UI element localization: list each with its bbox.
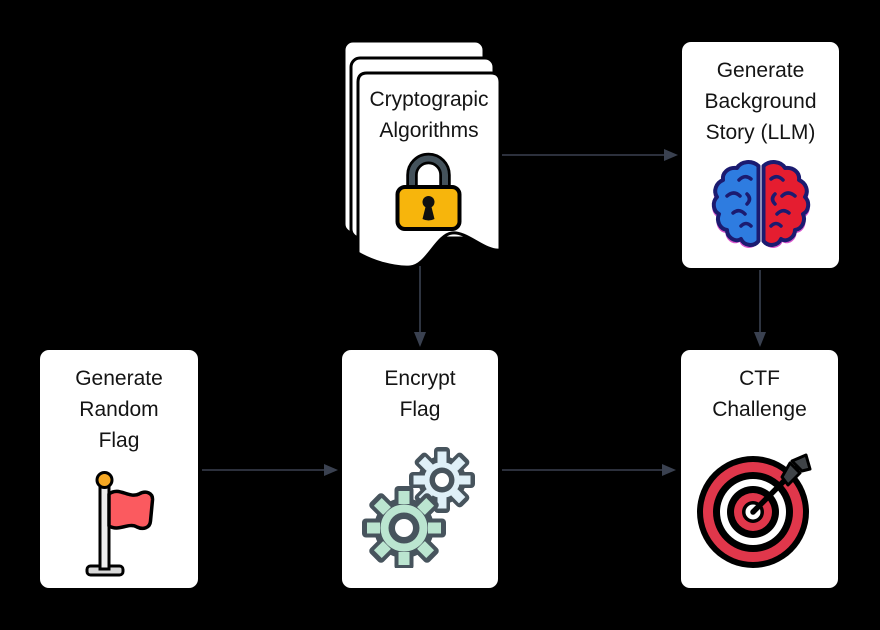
gears-icon xyxy=(362,447,475,568)
flag-icon xyxy=(85,471,155,577)
node-label: Cryptograpic Algorithms xyxy=(358,84,500,146)
label-line: Story (LLM) xyxy=(705,121,816,144)
label-line: Cryptograpic xyxy=(369,88,489,111)
label-line: Encrypt xyxy=(384,367,456,390)
label-line: CTF xyxy=(739,367,780,390)
node-cryptographic-algorithms: Cryptograpic Algorithms xyxy=(340,38,510,283)
node-encrypt-flag: Encrypt Flag xyxy=(342,350,498,588)
node-label: Generate Background Story (LLM) xyxy=(682,42,839,148)
label-line: Random xyxy=(79,398,159,421)
label-line: Background xyxy=(704,90,817,113)
arrow-crypto-to-story xyxy=(502,149,678,161)
brain-icon xyxy=(711,160,810,248)
arrow-story-to-ctf xyxy=(754,270,766,347)
document-stack-icon xyxy=(342,39,502,269)
node-label: CTF Challenge xyxy=(681,350,838,425)
node-label: Generate Random Flag xyxy=(40,350,198,456)
node-ctf-challenge: CTF Challenge xyxy=(681,350,838,588)
node-generate-background-story: Generate Background Story (LLM) xyxy=(682,42,839,268)
label-line: Flag xyxy=(98,429,140,452)
arrow-crypto-to-encrypt xyxy=(414,266,426,347)
label-line: Challenge xyxy=(712,398,807,421)
label-line: Algorithms xyxy=(379,119,479,142)
arrow-encrypt-to-ctf xyxy=(502,464,676,476)
node-label: Encrypt Flag xyxy=(342,350,498,425)
arrow-flag-to-encrypt xyxy=(202,464,338,476)
lock-icon xyxy=(395,152,462,231)
large-gear xyxy=(362,486,446,568)
label-line: Generate xyxy=(716,59,805,82)
label-line: Generate xyxy=(75,367,163,390)
target-icon xyxy=(697,453,812,568)
node-generate-random-flag: Generate Random Flag xyxy=(40,350,198,588)
label-line: Flag xyxy=(399,398,441,421)
